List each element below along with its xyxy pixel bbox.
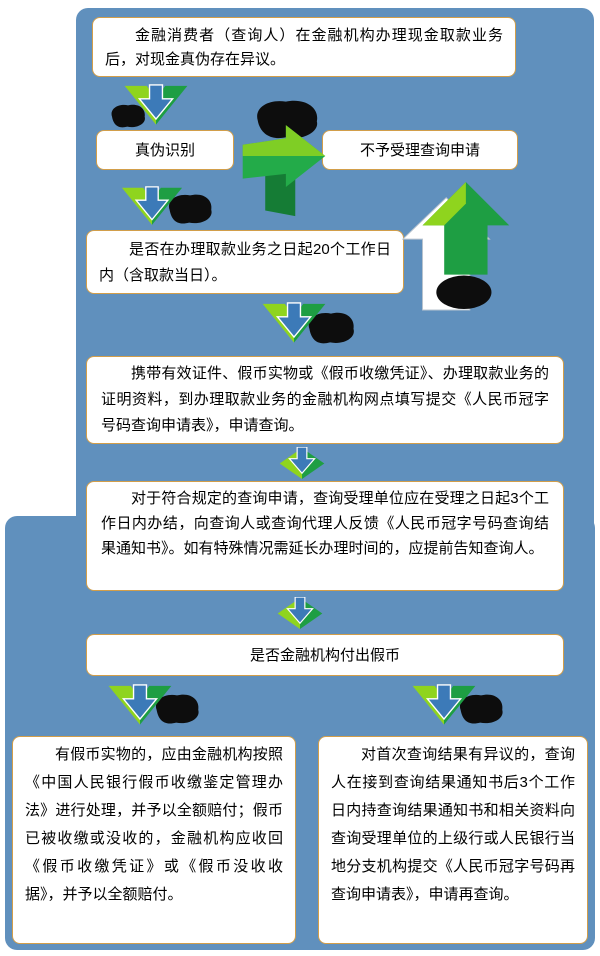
flow-result-requery: 对首次查询结果有异议的，查询人在接到查询结果通知书后3个工作日内持查询结果通知书… xyxy=(318,736,588,944)
flow-step-materials: 携带有效证件、假币实物或《假币收缴凭证》、办理取款业务的证明资料，到办理取款业务… xyxy=(86,356,564,444)
flow-step-identify: 真伪识别 xyxy=(96,130,234,170)
down-arrow-icon xyxy=(114,186,190,232)
flow-result-counterfeit: 有假币实物的，应由金融机构按照《中国人民银行假币收缴鉴定管理办法》进行处理，并予… xyxy=(12,736,296,944)
down-arrow-icon xyxy=(116,84,196,132)
flow-step-within-20-days: 是否在办理取款业务之日起20个工作日内（含取款当日）。 xyxy=(86,230,404,294)
flow-step-counterfeit-question: 是否金融机构付出假币 xyxy=(86,634,564,676)
flow-step-intro: 金融消费者（查询人）在金融机构办理现金取款业务后，对现金真伪存在异议。 xyxy=(92,17,516,77)
flow-step-process-3-days: 对于符合规定的查询申请，查询受理单位应在受理之日起3个工作日内办结，向查询人或查… xyxy=(86,481,564,591)
down-arrow-icon xyxy=(406,684,482,732)
diamond-arrow-icon xyxy=(276,597,324,630)
diamond-arrow-icon xyxy=(278,447,326,480)
down-arrow-icon xyxy=(102,684,178,732)
down-arrow-icon xyxy=(256,302,332,350)
flow-step-reject: 不予受理查询申请 xyxy=(322,130,518,170)
right-arrow-icon xyxy=(236,96,332,218)
up-arrow-icon xyxy=(402,182,512,312)
